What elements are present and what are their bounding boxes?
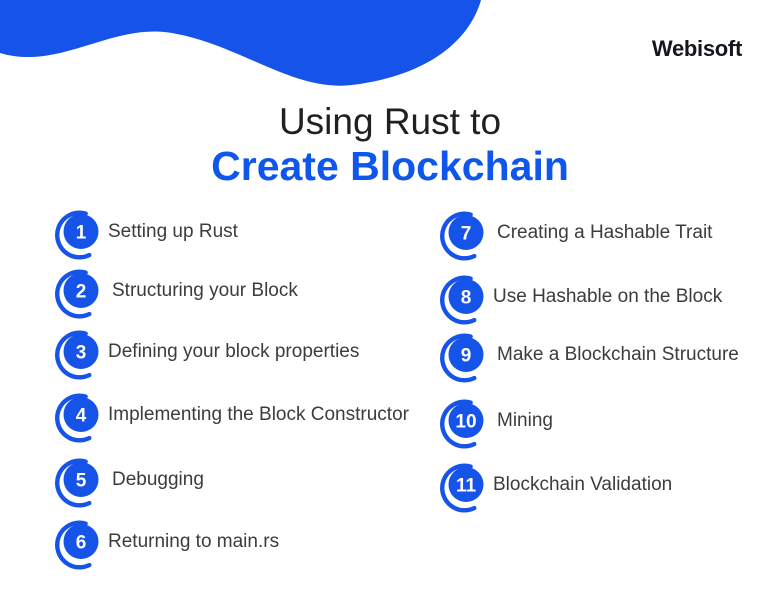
step-5-label: Debugging: [112, 469, 204, 490]
svg-text:3: 3: [76, 342, 87, 363]
step-item-7: 7 Creating a Hashable Trait: [439, 206, 712, 264]
step-2-number-badge-icon: 2: [55, 269, 99, 319]
step-4-number-badge-icon: 4: [55, 393, 99, 443]
title-line-2: Create Blockchain: [211, 143, 569, 190]
title-line-1: Using Rust to: [278, 101, 502, 142]
step-7-number-badge-icon: 7: [440, 211, 484, 261]
step-3-label: Defining your block properties: [108, 341, 360, 362]
svg-text:4: 4: [76, 405, 87, 426]
svg-text:8: 8: [461, 287, 472, 308]
step-10-number-badge-icon: 10: [440, 399, 484, 449]
step-9-label: Make a Blockchain Structure: [497, 344, 739, 365]
step-item-9: 9 Make a Blockchain Structure: [439, 328, 739, 386]
step-item-3: 3 Defining your block properties: [54, 325, 359, 383]
svg-text:10: 10: [455, 411, 476, 432]
step-6-number-badge-icon: 6: [55, 520, 99, 570]
step-2-label: Structuring your Block: [112, 280, 298, 301]
top-wave-shape: [0, 0, 481, 86]
step-item-6: 6 Returning to main.rs: [54, 515, 279, 573]
step-item-5: 5 Debugging: [54, 453, 204, 511]
step-item-11: 11 Blockchain Validation: [439, 458, 672, 516]
brand-logo: Webisoft: [651, 36, 742, 61]
step-9-number-badge-icon: 9: [440, 333, 484, 383]
step-8-label: Use Hashable on the Block: [493, 286, 723, 307]
step-1-number-badge-icon: 1: [55, 210, 99, 260]
step-8-number-badge-icon: 8: [440, 275, 484, 325]
step-item-1: 1 Setting up Rust: [54, 205, 238, 263]
step-11-number-badge-icon: 11: [440, 463, 484, 513]
svg-text:7: 7: [461, 223, 472, 244]
step-5-number-badge-icon: 5: [55, 458, 99, 508]
step-10-label: Mining: [497, 410, 553, 431]
svg-text:1: 1: [76, 222, 87, 243]
step-7-label: Creating a Hashable Trait: [497, 222, 713, 243]
step-item-8: 8 Use Hashable on the Block: [439, 270, 722, 328]
page-title: Using Rust to Create Blockchain: [12, 101, 768, 190]
svg-text:9: 9: [461, 345, 472, 366]
svg-text:11: 11: [456, 475, 477, 496]
step-3-number-badge-icon: 3: [55, 330, 99, 380]
step-1-label: Setting up Rust: [108, 221, 238, 242]
step-item-10: 10 Mining: [439, 394, 553, 452]
step-4-label: Implementing the Block Constructor: [108, 404, 409, 425]
svg-text:2: 2: [76, 281, 87, 302]
svg-text:5: 5: [76, 470, 87, 491]
svg-text:6: 6: [76, 532, 87, 553]
step-11-label: Blockchain Validation: [493, 474, 673, 495]
step-6-label: Returning to main.rs: [108, 531, 280, 552]
step-item-4: 4 Implementing the Block Constructor: [54, 388, 409, 446]
step-item-2: 2 Structuring your Block: [54, 264, 298, 322]
